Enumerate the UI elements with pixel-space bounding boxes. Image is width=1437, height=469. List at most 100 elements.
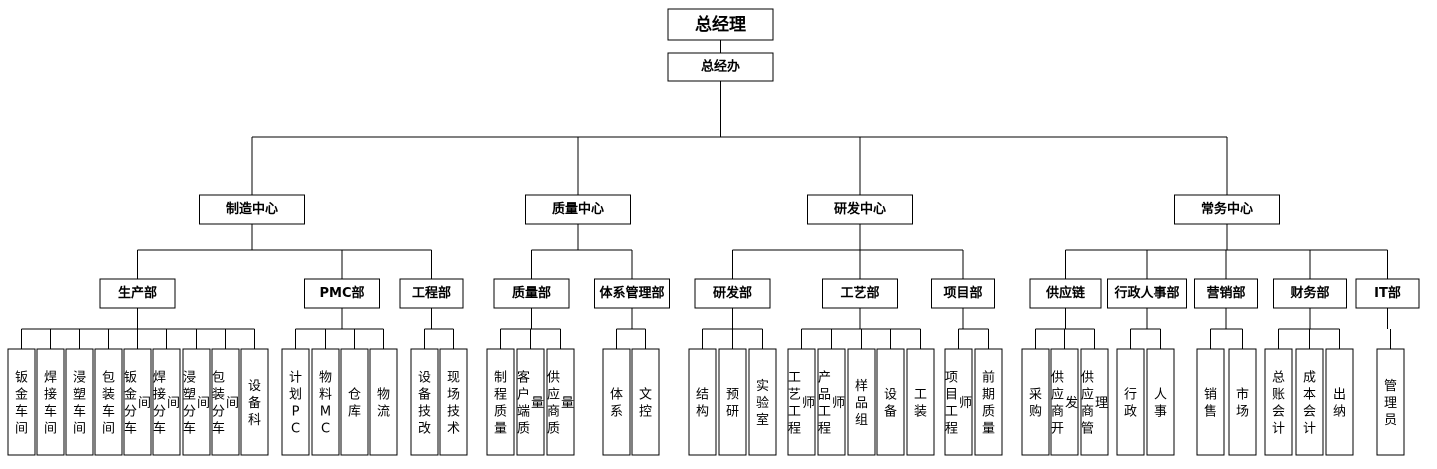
center-node-1-label: 质量中心 <box>552 201 604 217</box>
unit-node-3-4-0: 管理员 <box>1376 348 1405 456</box>
unit-node-1-0-2-label: 供应商质量 <box>547 371 574 437</box>
center-node-1: 质量中心 <box>525 194 631 225</box>
office-node: 总经办 <box>667 52 774 82</box>
dept-node-1-0: 质量部 <box>493 278 570 309</box>
unit-node-3-0-1-label: 供应商开发 <box>1051 371 1078 437</box>
unit-node-3-1-0: 行政 <box>1116 348 1145 456</box>
unit-node-1-1-1-label: 文控 <box>639 388 652 420</box>
center-node-0-label: 制造中心 <box>226 201 278 217</box>
dept-node-2-1-label: 工艺部 <box>840 285 879 301</box>
dept-node-1-0-label: 质量部 <box>512 285 551 301</box>
unit-node-0-0-0-label: 钣金车间 <box>15 371 28 437</box>
center-node-2: 研发中心 <box>807 194 913 225</box>
dept-node-0-1: PMC部 <box>304 278 380 309</box>
unit-node-3-1-1: 人事 <box>1146 348 1175 456</box>
unit-node-2-1-4-label: 工装 <box>914 388 927 420</box>
unit-node-3-2-1: 市场 <box>1228 348 1257 456</box>
unit-node-3-2-0: 销售 <box>1196 348 1225 456</box>
unit-node-0-0-8: 设备科 <box>240 348 269 456</box>
unit-node-0-2-1: 现场技术 <box>439 348 468 456</box>
dept-node-3-3-label: 财务部 <box>1290 285 1329 301</box>
unit-node-2-2-1-label: 前期质量 <box>982 370 995 437</box>
center-node-3: 常务中心 <box>1174 194 1280 225</box>
unit-node-2-0-2: 实验室 <box>748 348 777 456</box>
unit-node-2-0-1-label: 预研 <box>726 388 739 420</box>
dept-node-3-1: 行政人事部 <box>1107 278 1187 309</box>
unit-node-0-0-1-label: 焊接车间 <box>44 370 57 437</box>
unit-node-0-0-6-label: 浸塑分车间 <box>183 371 210 437</box>
ceo-label: 总经理 <box>695 14 746 35</box>
unit-node-3-3-0: 总账会计 <box>1264 348 1293 456</box>
unit-node-2-2-1: 前期质量 <box>974 348 1003 456</box>
unit-node-2-1-0-label: 工艺工程师 <box>788 371 815 437</box>
unit-node-3-1-1-label: 人事 <box>1154 388 1167 420</box>
unit-node-0-0-8-label: 设备科 <box>248 379 261 428</box>
unit-node-2-1-0: 工艺工程师 <box>787 348 816 456</box>
unit-node-0-0-5-label: 焊接分车间 <box>153 370 180 437</box>
unit-node-3-3-1: 成本会计 <box>1295 348 1324 456</box>
dept-node-3-3: 财务部 <box>1273 278 1347 309</box>
unit-node-2-1-3-label: 设备 <box>884 388 897 420</box>
unit-node-0-0-5: 焊接分车间 <box>152 348 181 456</box>
unit-node-2-1-1: 产品工程师 <box>817 348 846 456</box>
dept-node-3-0-label: 供应链 <box>1045 285 1086 301</box>
unit-node-0-0-3-label: 包装车间 <box>102 371 115 437</box>
unit-node-0-0-7: 包装分车间 <box>211 348 240 456</box>
unit-node-0-1-2-label: 仓库 <box>348 388 361 420</box>
unit-node-1-0-0-label: 制程质量 <box>494 371 507 437</box>
unit-node-1-0-1-label: 客户端质量 <box>517 370 544 437</box>
dept-node-0-0: 生产部 <box>99 278 176 309</box>
dept-node-2-1: 工艺部 <box>822 278 898 309</box>
unit-node-0-0-4: 钣金分车间 <box>123 348 152 456</box>
dept-node-0-2: 工程部 <box>399 278 464 309</box>
dept-node-2-0-label: 研发部 <box>713 285 752 301</box>
center-nodes: 制造中心 质量中心 研发中心 常务中心 <box>199 194 1280 225</box>
unit-node-1-0-1: 客户端质量 <box>516 348 545 456</box>
dept-node-3-2-label: 营销部 <box>1206 285 1245 301</box>
connector-lines <box>21 40 1391 349</box>
unit-node-3-0-1: 供应商开发 <box>1050 348 1079 456</box>
center-node-0: 制造中心 <box>199 194 305 225</box>
center-node-2-label: 研发中心 <box>834 201 886 217</box>
unit-node-0-2-0: 设备技改 <box>410 348 439 456</box>
dept-node-0-2-label: 工程部 <box>412 285 451 301</box>
unit-node-3-0-2-label: 供应商管理 <box>1081 371 1108 437</box>
unit-node-0-2-0-label: 设备技改 <box>418 371 431 437</box>
unit-node-0-0-2-label: 浸塑车间 <box>73 371 86 437</box>
unit-node-3-3-0-label: 总账会计 <box>1272 371 1285 437</box>
dept-node-3-2: 营销部 <box>1194 278 1258 309</box>
unit-node-2-1-1-label: 产品工程师 <box>818 371 845 437</box>
unit-node-0-0-6: 浸塑分车间 <box>182 348 211 456</box>
dept-node-3-1-label: 行政人事部 <box>1113 285 1179 301</box>
center-node-3-label: 常务中心 <box>1201 201 1253 217</box>
unit-node-2-1-4: 工装 <box>906 348 935 456</box>
dept-node-3-4: IT部 <box>1355 278 1420 309</box>
unit-node-3-0-0: 采购 <box>1021 348 1050 456</box>
unit-node-3-3-2-label: 出纳 <box>1333 388 1346 420</box>
unit-node-3-2-1-label: 市场 <box>1236 387 1249 420</box>
unit-node-2-1-2: 样品组 <box>847 348 876 456</box>
unit-node-3-1-0-label: 行政 <box>1124 388 1137 420</box>
unit-node-2-0-1: 预研 <box>718 348 747 456</box>
unit-node-2-1-2-label: 样品组 <box>855 379 868 428</box>
ceo-node: 总经理 <box>667 8 774 41</box>
unit-node-0-0-3: 包装车间 <box>94 348 123 456</box>
unit-node-3-0-0-label: 采购 <box>1029 388 1042 420</box>
unit-node-2-0-0: 结构 <box>688 348 717 456</box>
dept-node-3-0: 供应链 <box>1029 278 1102 309</box>
unit-node-0-1-3-label: 物流 <box>377 388 390 420</box>
dept-node-0-0-label: 生产部 <box>118 285 157 301</box>
unit-node-1-1-0-label: 体系 <box>610 388 623 420</box>
unit-node-3-4-0-label: 管理员 <box>1384 379 1397 428</box>
dept-node-0-1-label: PMC部 <box>319 285 364 301</box>
dept-node-2-2: 项目部 <box>931 278 995 309</box>
unit-node-1-0-0: 制程质量 <box>486 348 515 456</box>
unit-node-0-0-7-label: 包装分车间 <box>212 371 239 437</box>
unit-node-0-0-4-label: 钣金分车间 <box>124 371 151 437</box>
